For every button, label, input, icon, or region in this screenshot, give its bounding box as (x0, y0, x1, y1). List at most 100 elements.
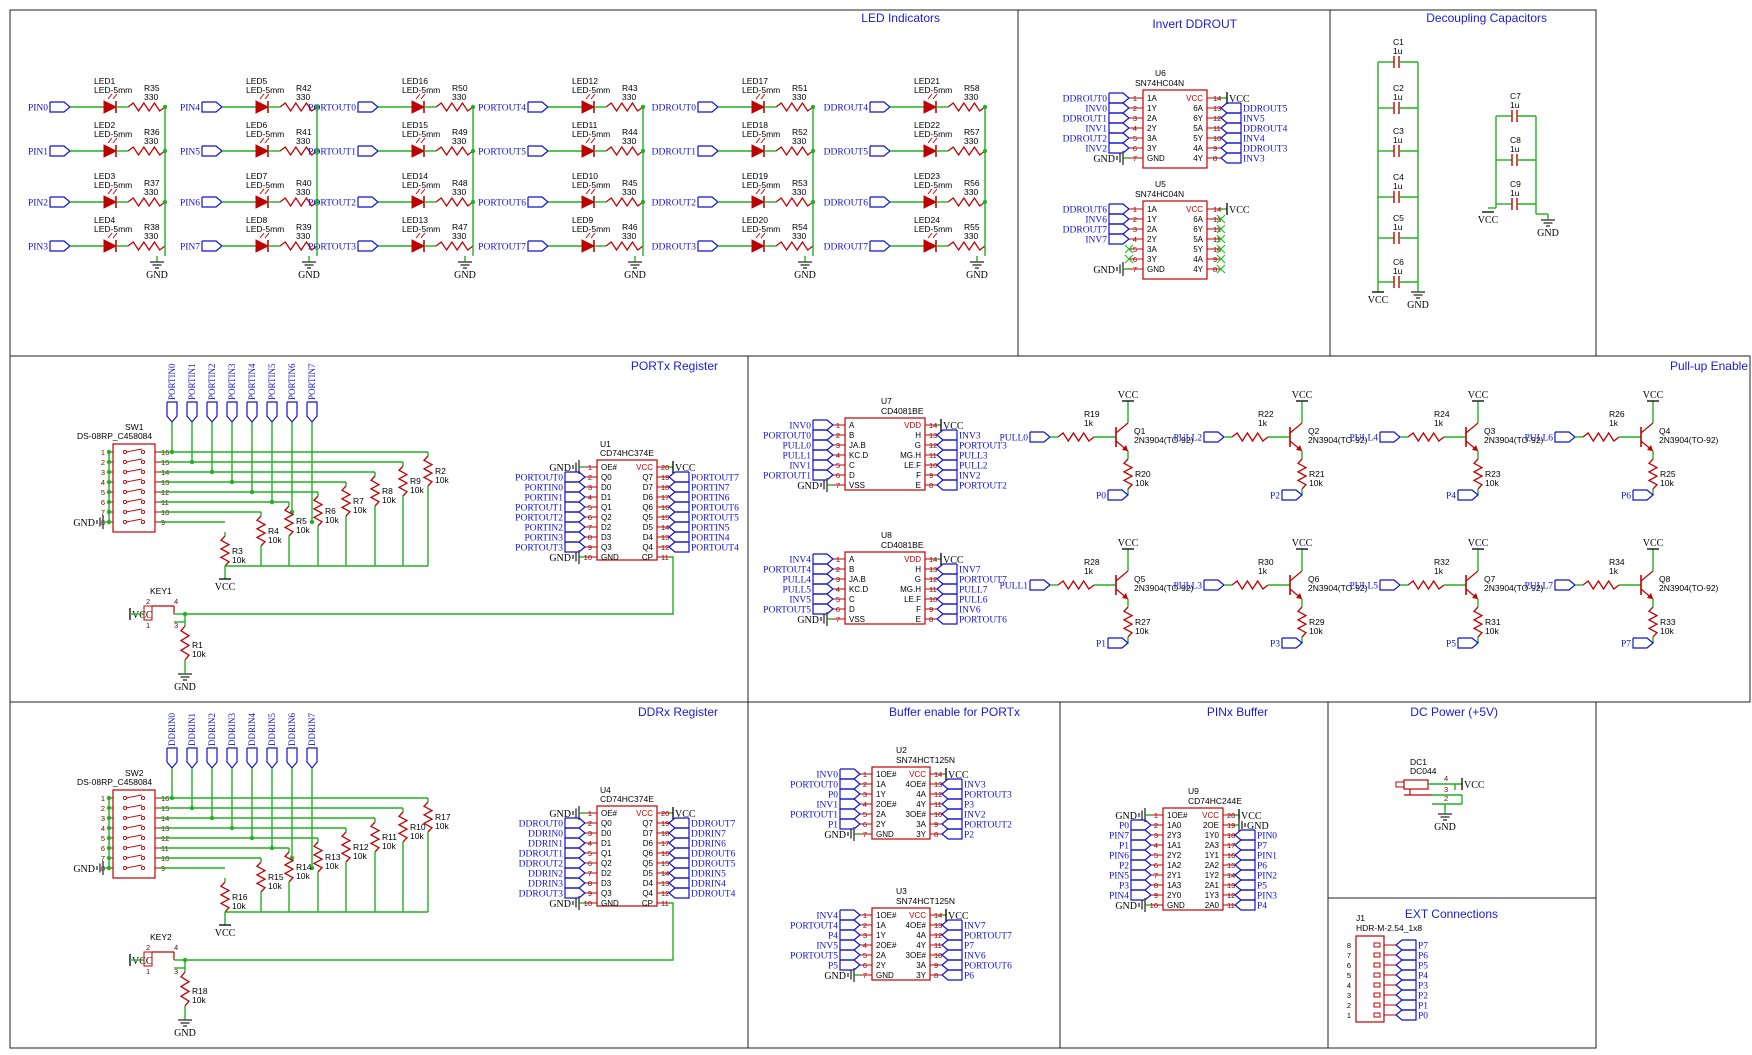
net-label: PORTOUT1 (763, 472, 811, 482)
pin-name: 1Y2 (1205, 871, 1220, 880)
net-label: PORTOUT5 (763, 606, 811, 616)
net-label: INV6 (964, 952, 986, 962)
transistor-part: 2N3904(TO-92) (1484, 435, 1544, 445)
vcc-label: VCC (215, 928, 236, 939)
net-label: P6 (964, 972, 974, 982)
res-value: 330 (144, 136, 158, 146)
led-symbol (923, 188, 938, 209)
net-label: PULL3 (959, 452, 988, 462)
net-label: DDROUT7 (1063, 226, 1108, 236)
net-label: INV6 (959, 606, 981, 616)
led-triangle (255, 100, 270, 114)
net-flag-shape (1457, 637, 1479, 649)
net-label: DDRIN2 (207, 713, 217, 746)
led-arrow (107, 93, 113, 100)
net-label: PIN6 (1109, 852, 1129, 862)
net-flag-shape (166, 747, 178, 769)
pin-name: 1A2 (1167, 861, 1182, 870)
led-arrow (932, 188, 938, 195)
pin-number: 4 (174, 943, 178, 952)
net-label: PORTIN2 (207, 364, 217, 400)
pin-number: 1 (146, 621, 150, 630)
switch-contact (140, 865, 146, 871)
pin-name: 4Y (1193, 265, 1203, 274)
net-label: PORTOUT7 (959, 576, 1007, 586)
pin-name: 2A (1147, 225, 1157, 234)
pin-name: VCC (1186, 205, 1203, 214)
ic-part: SN74HC04N (1135, 78, 1184, 88)
led-value: LED-5mm (742, 85, 780, 95)
net-flag-shape (166, 401, 178, 423)
transistor-arrow (1296, 593, 1302, 599)
net-flag: INV0 (1085, 102, 1130, 115)
res-value: 330 (296, 136, 310, 146)
res-ref: R52 (792, 127, 808, 137)
net-label: PORTIN3 (525, 534, 564, 544)
net-flag-shape (1130, 889, 1152, 901)
no-connect (1216, 234, 1226, 244)
net-flag-shape (246, 401, 258, 423)
cap-ref: C6 (1393, 257, 1404, 267)
led-symbol (751, 137, 766, 158)
resistor (422, 801, 434, 833)
net-label: PULL6 (959, 596, 988, 606)
net-flag: PULL0 (1000, 431, 1051, 444)
net-flag: P0 (828, 788, 861, 801)
net-label: DDROUT5 (824, 148, 869, 158)
pin-name: VCC (909, 770, 926, 779)
net-label: P3 (964, 801, 974, 811)
net-flag: DDRIN4 (246, 713, 258, 769)
led-value: LED-5mm (572, 180, 610, 190)
section-title-inv: Invert DDROUT (1152, 17, 1237, 31)
net-flag: DDRIN1 (528, 837, 586, 850)
net-flag-shape (941, 808, 963, 820)
pin-name: VCC (636, 463, 653, 472)
net-flag-shape (936, 439, 958, 451)
key-body (143, 951, 153, 967)
res-value: 330 (792, 231, 806, 241)
ic-ref: U8 (881, 530, 892, 540)
res-value: 10k (353, 505, 367, 515)
net-flag-shape (941, 818, 963, 830)
switch-part: DS-08RP_C458084 (77, 777, 152, 787)
pin-name: D6 (643, 839, 654, 848)
led-arrow (415, 137, 421, 144)
led-arrow (585, 232, 591, 239)
gnd-label: GND (794, 270, 816, 281)
net-flag: DDROUT0 (652, 101, 719, 114)
pin-name: A (849, 421, 855, 430)
net-flag: P3 (1119, 879, 1152, 892)
vcc-label: VCC (1368, 295, 1389, 306)
net-flag-shape (1108, 122, 1130, 134)
net-flag: DDROUT7 (668, 817, 736, 830)
net-label: PULL1 (783, 452, 812, 462)
net-flag: DDROUT3 (1220, 142, 1288, 155)
switch-contact (140, 835, 146, 841)
net-flag: PORTOUT1 (515, 501, 586, 514)
net-flag: INV3 (1220, 152, 1265, 165)
net-flag-shape (564, 877, 586, 889)
junction-dot (106, 509, 112, 515)
gnd-label: GND (966, 270, 988, 281)
pin-name: 2Y (876, 961, 886, 970)
gnd-label: GND (824, 830, 846, 841)
net-label: PIN4 (180, 104, 200, 114)
res-ref: R4 (268, 526, 279, 536)
pin-name: 1Y3 (1205, 891, 1220, 900)
net-label: P0 (1119, 822, 1129, 832)
res-value: 330 (452, 187, 466, 197)
net-label: INV7 (964, 922, 986, 932)
pin-name: D4 (643, 533, 654, 542)
transistor-ref: Q2 (1308, 426, 1320, 436)
gnd-label: GND (454, 270, 476, 281)
net-label: P7 (1257, 842, 1267, 852)
gnd-label: GND (549, 463, 571, 474)
pin-number: 2 (1444, 794, 1448, 803)
led-value: LED-5mm (914, 85, 952, 95)
res-ref: R10 (410, 822, 426, 832)
net-label: DDRIN5 (691, 870, 726, 880)
net-flag: DDROUT4 (668, 887, 736, 900)
pin-name: 3Y (1147, 255, 1157, 264)
pin-name: VDD (904, 421, 921, 430)
